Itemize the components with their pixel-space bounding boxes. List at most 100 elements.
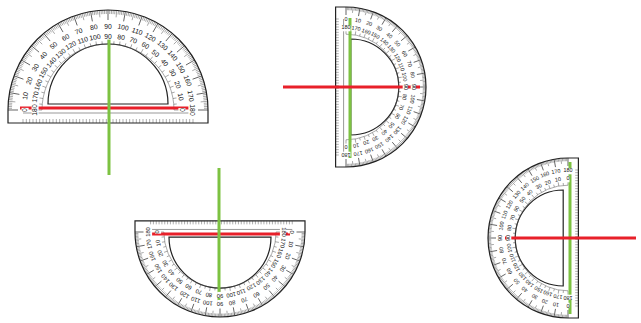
- ruler-tick: [83, 119, 84, 123]
- ruler-tick: [149, 119, 150, 123]
- degree-tick: [158, 288, 160, 290]
- outer-scale-number: 170: [186, 89, 195, 101]
- degree-tick: [270, 296, 272, 299]
- ruler-tick: [575, 287, 578, 288]
- degree-tick: [418, 66, 423, 67]
- inner-tick: [399, 82, 401, 83]
- degree-tick: [135, 237, 138, 238]
- outer-scale-number: 90: [104, 23, 112, 30]
- degree-tick: [523, 172, 525, 175]
- degree-tick: [517, 293, 522, 299]
- degree-tick: [146, 272, 149, 274]
- degree-tick: [138, 252, 144, 254]
- degree-tick: [417, 56, 420, 57]
- degree-tick: [268, 298, 270, 301]
- inner-scale-number: 170: [31, 91, 40, 103]
- degree-tick: [135, 238, 141, 240]
- degree-tick: [30, 47, 33, 50]
- inner-tick: [529, 275, 531, 277]
- degree-tick: [507, 187, 513, 192]
- degree-tick: [142, 265, 145, 266]
- degree-tick: [138, 254, 141, 256]
- degree-tick: [398, 143, 400, 145]
- degree-tick: [292, 258, 300, 261]
- degree-tick: [556, 314, 557, 317]
- degree-tick: [368, 160, 370, 163]
- ruler-tick: [123, 119, 124, 123]
- degree-tick: [251, 308, 252, 311]
- degree-tick: [419, 61, 422, 62]
- degree-tick: [147, 274, 150, 276]
- degree-tick: [411, 128, 414, 130]
- degree-tick: [34, 43, 37, 46]
- degree-tick: [184, 53, 190, 57]
- degree-tick: [377, 157, 378, 160]
- degree-tick: [203, 94, 207, 96]
- degree-tick: [414, 49, 417, 51]
- ruler-tick: [113, 119, 114, 123]
- degree-tick: [186, 51, 189, 53]
- ruler-tick: [215, 221, 216, 224]
- degree-tick: [397, 144, 399, 146]
- degree-tick: [137, 247, 140, 249]
- degree-tick: [72, 17, 73, 21]
- degree-tick: [36, 41, 39, 44]
- degree-tick: [387, 152, 389, 155]
- degree-tick: [414, 112, 422, 115]
- degree-tick: [374, 12, 375, 15]
- degree-tick: [54, 26, 56, 29]
- degree-tick: [186, 60, 195, 65]
- ruler-tick: [167, 221, 168, 224]
- outer-scale-number: 100: [202, 298, 213, 305]
- degree-tick: [286, 270, 293, 274]
- degree-tick: [119, 11, 120, 15]
- degree-tick: [565, 158, 566, 161]
- degree-tick: [537, 164, 538, 167]
- degree-tick: [162, 27, 164, 30]
- ruler-tick: [187, 221, 188, 224]
- degree-tick: [193, 63, 197, 65]
- degree-tick: [172, 36, 175, 39]
- outer-scale-number: 10: [286, 241, 293, 248]
- ruler-tick: [336, 144, 339, 145]
- degree-tick: [39, 38, 42, 41]
- degree-tick: [163, 293, 165, 296]
- degree-tick: [8, 108, 12, 109]
- degree-tick: [295, 264, 298, 265]
- degree-tick: [547, 310, 548, 315]
- degree-tick: [75, 15, 76, 19]
- ruler-tick: [150, 221, 151, 224]
- degree-tick: [407, 134, 410, 136]
- inner-tick: [368, 37, 369, 39]
- degree-tick: [499, 197, 502, 199]
- ruler-tick: [246, 221, 247, 224]
- degree-tick: [414, 123, 417, 125]
- inner-tick: [113, 41, 114, 44]
- degree-tick: [521, 173, 523, 176]
- inner-tick: [523, 268, 525, 269]
- ruler-tick: [161, 221, 162, 224]
- inner-scale-number: 180: [31, 104, 38, 115]
- degree-tick: [551, 313, 553, 316]
- degree-tick: [121, 11, 123, 15]
- degree-tick: [71, 17, 72, 21]
- inner-tick: [125, 43, 127, 46]
- degree-tick: [136, 245, 144, 246]
- degree-tick: [375, 13, 376, 16]
- degree-tick: [41, 36, 44, 39]
- ruler-tick: [336, 45, 339, 46]
- inner-tick: [515, 251, 517, 253]
- degree-tick: [512, 180, 514, 182]
- degree-tick: [292, 270, 295, 272]
- degree-tick: [289, 275, 292, 277]
- degree-tick: [565, 315, 566, 318]
- degree-tick: [299, 251, 302, 253]
- degree-tick: [152, 21, 154, 25]
- degree-tick: [382, 149, 386, 156]
- degree-tick: [79, 14, 80, 18]
- degree-tick: [498, 199, 501, 201]
- degree-tick: [82, 13, 84, 20]
- ruler-tick: [336, 99, 339, 100]
- ruler-tick: [258, 221, 259, 224]
- ruler-tick: [575, 183, 578, 184]
